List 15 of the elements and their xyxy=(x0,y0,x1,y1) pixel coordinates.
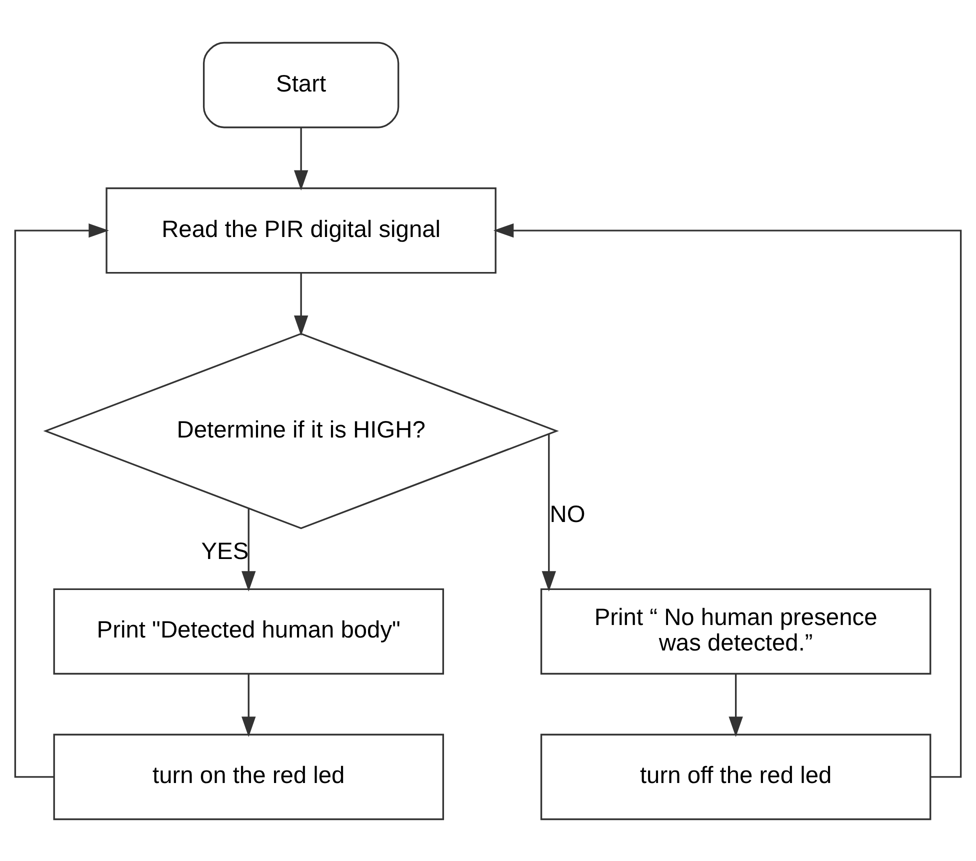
arrow xyxy=(542,434,556,591)
arrow xyxy=(14,222,109,778)
arrow xyxy=(242,674,256,736)
arrow xyxy=(242,508,256,591)
arrow xyxy=(728,674,743,736)
arrow xyxy=(294,127,308,190)
node-box: Print "Detected human body" xyxy=(53,588,444,674)
edge-label: YES xyxy=(201,538,249,565)
node-box: turn on the red led xyxy=(53,733,444,820)
node-box: Print “ No human presence was detected.” xyxy=(540,588,932,674)
arrow xyxy=(294,272,308,336)
node-box: Read the PIR digital signal xyxy=(106,186,496,274)
node-box: Start xyxy=(202,41,400,128)
arrow xyxy=(493,222,962,778)
node-box: turn off the red led xyxy=(540,733,932,820)
